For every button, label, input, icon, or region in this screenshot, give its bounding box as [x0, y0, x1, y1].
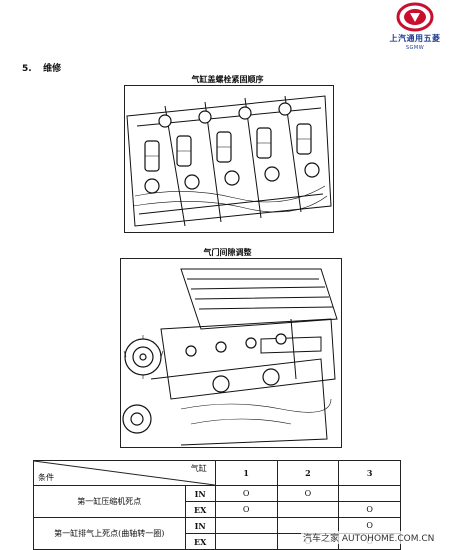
table-cell: O: [214, 485, 278, 502]
valve-cell: EX: [184, 501, 216, 518]
condition-cell: 第一缸排气上死点(曲轴转一圈): [33, 517, 186, 550]
figure-1-title: 气缸盖螺栓紧固顺序: [191, 75, 264, 84]
table-cell: [276, 501, 340, 518]
table-cell: O: [214, 501, 278, 518]
table-row: 第一缸压缩机死点 IN O O: [33, 485, 401, 518]
table-row: 第一缸排气上死点(曲轴转一圈) IN O: [33, 517, 401, 550]
condition-cell: 第一缸压缩机死点: [33, 485, 186, 518]
diagonal-divider: [34, 461, 215, 485]
header-condition-label: 条件: [38, 473, 54, 482]
section-title: 维修: [43, 64, 62, 74]
table-header-row: 气缸 条件 1 2 3: [33, 460, 401, 486]
table-cell: O: [338, 517, 401, 534]
valve-cell: IN: [184, 485, 216, 502]
valve-clearance-table: 气缸 条件 1 2 3 第一缸压缩机死点 IN O O EX O O 第一缸排气…: [33, 460, 401, 550]
column-header-cyl-3: 3: [338, 460, 401, 486]
valve-cell: IN: [184, 517, 216, 534]
table-cell: O: [338, 501, 401, 518]
table-cell: [214, 533, 278, 550]
column-header-cyl-2: 2: [276, 460, 340, 486]
header-cylinder-label: 气缸: [190, 464, 207, 473]
table-corner-header: 气缸 条件: [33, 460, 216, 486]
brand-name-en: SGMW: [405, 45, 425, 51]
table-cell: O: [276, 485, 340, 502]
brand-logo: 上汽通用五菱 SGMW: [386, 2, 444, 58]
valve-cell: EX: [184, 533, 216, 550]
figure-2-title: 气门间隙调整: [203, 248, 252, 257]
table-cell: [338, 485, 401, 502]
brand-name-cn: 上汽通用五菱: [389, 34, 441, 43]
sgmw-logo-icon: [396, 2, 434, 32]
site-watermark: 汽车之家 AUTOHOME.COM.CN: [301, 531, 437, 544]
cylinder-head-illustration: [126, 95, 332, 227]
table-cell: [214, 517, 278, 534]
valve-adjustment-illustration: [122, 268, 338, 446]
table-row: EX O O: [34, 501, 401, 518]
cylinder-head-bolt-diagram: [124, 85, 334, 233]
valve-clearance-diagram: [120, 258, 342, 448]
column-header-cyl-1: 1: [214, 460, 278, 486]
section-number: 5.: [22, 64, 32, 74]
section-heading: 5. 维修: [22, 61, 61, 74]
